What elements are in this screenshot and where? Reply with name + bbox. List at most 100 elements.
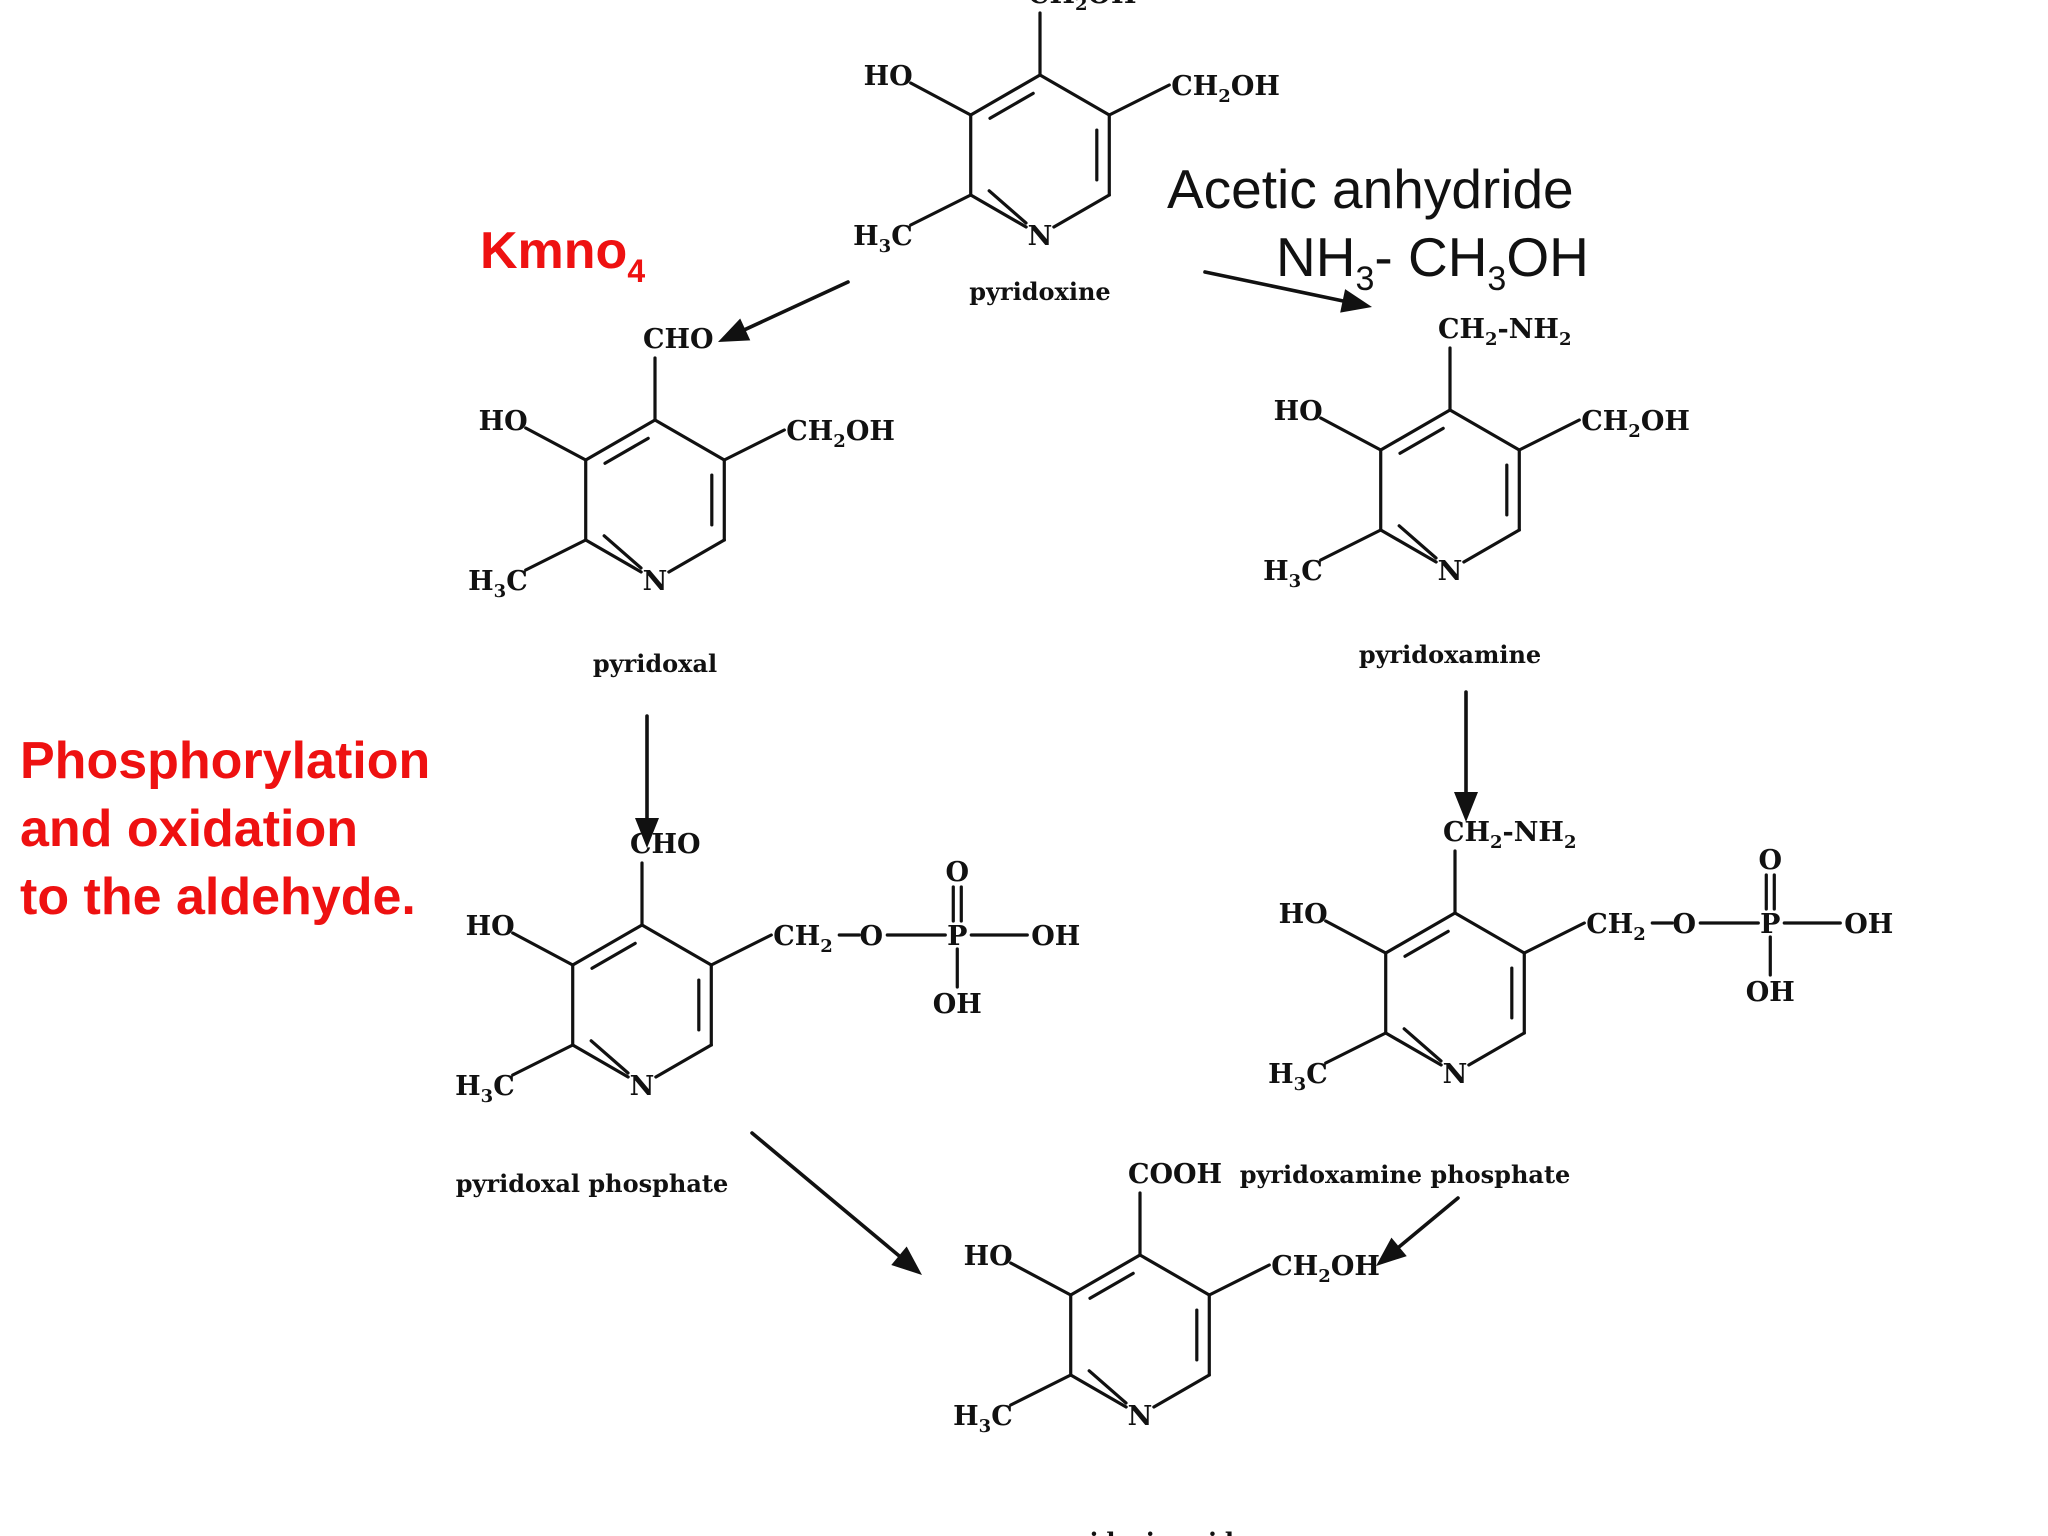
pyridoxine-ring-bond (1052, 193, 1111, 229)
pyridoxamine-phosphate-lower-hydroxyl: OH (1746, 977, 1795, 1008)
pyridoxamine-nitrogen: N (1438, 556, 1463, 587)
pyridoxal-phosphate-to-pyridoxic-acid-arrow-shaft (750, 1131, 901, 1258)
pyridoxic-acid-top-group: COOH (1128, 1159, 1222, 1190)
pyridoxic-acid-methyl-group-part: C (991, 1401, 1013, 1432)
pyridoxal-phosphate-methyl-group-part: 3 (481, 1086, 494, 1107)
pyridoxine-top-group: CH2OH (1028, 0, 1137, 15)
pyridoxamine-phosphate-top-group-part: -NH (1503, 817, 1564, 848)
oxidant-subscript: 4 (627, 253, 645, 289)
pyridoxal-hydroxyl-bond (524, 426, 588, 462)
pyridoxal-double-bond (602, 534, 643, 570)
pyridoxal-to-pyridoxal-phosphate-arrow (635, 714, 659, 848)
pyridoxamine-methyl-group-part: 3 (1289, 571, 1302, 592)
pyridoxine-methyl-group-part: C (891, 221, 913, 252)
pyridoxal-right-group-part: CH (786, 416, 833, 447)
pyridoxamine-phosphate-bridge-oxygen: O (1673, 909, 1697, 940)
pyridoxine-right-bond (1107, 83, 1171, 117)
pyridoxal-phosphate-to-pyridoxic-acid-arrow-head (891, 1246, 922, 1275)
pyridoxine-right-group: CH2OH (1171, 71, 1280, 107)
hydroxyl-text: OH (1506, 226, 1589, 288)
pyridoxic-acid-right-bond (1207, 1263, 1271, 1297)
pyridoxamine-ring-bond (1379, 408, 1452, 452)
pyridoxine-right-group-part: 2 (1218, 86, 1231, 107)
acetic-anhydride-label: Acetic anhydride (1167, 158, 1574, 220)
oxidant-text: Kmno (480, 222, 627, 280)
pyridoxal-phosphate-methyl-group-part: H (455, 1071, 481, 1102)
pyridoxine-to-pyridoxal-arrow-shaft (743, 280, 850, 332)
pyridoxic-acid-methyl-group: H3C (953, 1401, 1013, 1437)
pyridoxamine-phosphate-to-pyridoxic-acid-arrow-head (1376, 1237, 1407, 1266)
pyridoxamine-phosphate-ring-bond (1384, 1031, 1443, 1067)
methyl-text: - CH (1374, 226, 1487, 288)
pyridoxamine-to-pyridoxamine-phosphate-arrow-head (1454, 792, 1478, 822)
pyridoxamine-ring-bond (1462, 528, 1521, 564)
pyridoxic-acid-ring-bond (1069, 1373, 1128, 1409)
pyridoxamine-top-group-part: 2 (1485, 329, 1498, 350)
pyridoxine-hydroxyl-bond (909, 81, 973, 117)
phosphorylation-label: Phosphorylation and oxidation to the ald… (20, 732, 445, 926)
pyridoxic-acid-right-group: CH2OH (1271, 1251, 1380, 1287)
pyridoxic-acid-ring-bond (1152, 1373, 1211, 1409)
pyridoxal-methyl-group-part: C (506, 566, 528, 597)
pyridoxic-acid-right-group-part: OH (1331, 1251, 1380, 1282)
pyridoxamine-methyl-group-part: C (1301, 556, 1323, 587)
pyridoxamine-phosphate-methyl-bond (1324, 1031, 1388, 1065)
pyridoxamine-phosphate-phosphate-bond (1522, 921, 1586, 955)
ammonia-text: NH (1276, 226, 1355, 288)
pyridoxic-acid-hydroxyl-group-part: HO (964, 1241, 1013, 1272)
pyridoxal-ring-bond (653, 418, 726, 462)
pyridoxal-phosphate-name: pyridoxal phosphate (456, 1169, 729, 1198)
pyridoxal-phosphate-nitrogen: N (630, 1071, 655, 1102)
pyridoxal-phosphate-double-oxygen: O (946, 857, 970, 888)
pyridoxamine-right-group-part: CH (1581, 406, 1628, 437)
pyridoxal-phosphate-bridge-oxygen: O (860, 921, 884, 952)
pyridoxamine-phosphate-ring-bond (1453, 911, 1526, 955)
pyridoxal-methyl-group: H3C (468, 566, 528, 602)
pyridoxine-hydroxyl-group-part: HO (864, 61, 913, 92)
pyridoxine-methyl-group: H3C (853, 221, 913, 257)
pyridoxal-right-group: CH2OH (786, 416, 895, 452)
pyridoxine-ring-bond (969, 73, 1042, 117)
pyridoxamine-right-group-part: OH (1641, 406, 1690, 437)
pyridoxine-right-group-part: OH (1231, 71, 1280, 102)
pyridoxal-phosphate-top-group: CHO (630, 829, 701, 860)
pyridoxal-to-pyridoxal-phosphate-arrow-head (635, 818, 659, 848)
pyridoxamine-phosphate-right-hydroxyl: OH (1844, 909, 1893, 940)
pyridoxal-ring-bond (584, 538, 643, 574)
pyridoxamine-phosphate-methyl-group: H3C (1268, 1059, 1328, 1095)
reaction-arrows (635, 270, 1478, 1275)
pyridoxal-phosphate-hydroxyl-bond (511, 931, 575, 967)
pyridoxal-hydroxyl-group-part: HO (479, 406, 528, 437)
pyridoxamine-phosphate-top-group-part: CH (1443, 817, 1490, 848)
pyridoxal-phosphate-ch2-group-part: CH (773, 921, 820, 952)
pyridoxal-top-group: CHO (643, 324, 714, 355)
pyridoxal-phosphate-double-bond (590, 941, 637, 970)
pyridoxal-top-group-part: CHO (643, 324, 714, 355)
pyridoxal-phosphate-ring-bond (654, 1043, 713, 1079)
pyridoxamine-right-bond (1517, 418, 1581, 452)
pyridoxine-top-group-part: 2 (1075, 0, 1088, 15)
pyridoxine-top-group-part: CH (1028, 0, 1075, 10)
pyridoxic-acid-name: pyridoxic acid (1046, 1527, 1234, 1536)
pyridoxal-phosphate-right-hydroxyl: OH (1031, 921, 1080, 952)
pyridoxine-ring-bond (969, 193, 1028, 229)
methyl-subscript: 3 (1487, 260, 1506, 298)
pyridoxamine-phosphate-hydroxyl-group-part: HO (1279, 899, 1328, 930)
pyridoxamine-to-pyridoxamine-phosphate-arrow (1454, 690, 1478, 822)
pyridoxal-methyl-group-part: H (468, 566, 494, 597)
pyridoxamine-phosphate-ch2-group-part: 2 (1633, 924, 1646, 945)
pyridoxine-to-pyridoxamine-arrow (1203, 270, 1372, 313)
pyridoxamine-phosphate-top-group-part: 2 (1490, 832, 1503, 853)
pyridoxic-acid-double-bond (1087, 1369, 1128, 1405)
pyridoxamine-double-bond (1397, 524, 1438, 560)
pyridoxamine-hydroxyl-group-part: HO (1274, 396, 1323, 427)
pyridoxamine-phosphate-ch2-group: CH2 (1586, 909, 1646, 945)
pyridoxine-to-pyridoxamine-arrow-shaft (1203, 270, 1345, 303)
pyridoxic-acid-ring-bond (1069, 1253, 1142, 1297)
pyridoxic-acid-structure: NCOOHHOH3CCH2OHpyridoxic acid (953, 1159, 1380, 1536)
pyridoxine-to-pyridoxal-arrow-head (718, 318, 751, 342)
pyridoxamine-methyl-group-part: H (1263, 556, 1289, 587)
pyridoxal-hydroxyl-group: HO (479, 406, 528, 437)
